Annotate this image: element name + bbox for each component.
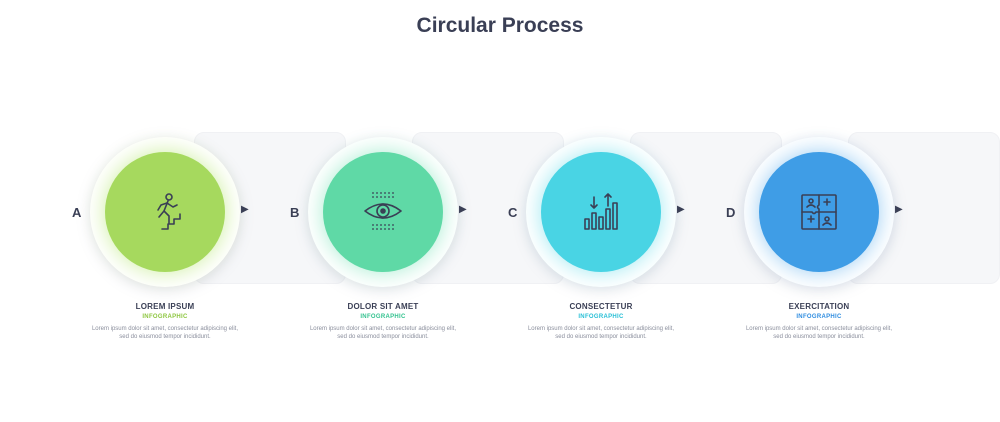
step-description: Lorem ipsum dolor sit amet, consectetur … (91, 326, 239, 341)
step-circle (541, 152, 661, 272)
step-sublabel: INFOGRAPHIC (360, 314, 406, 320)
bar-chart-arrows-icon (578, 189, 624, 235)
step-description: Lorem ipsum dolor sit amet, consectetur … (527, 326, 675, 341)
page-title: Circular Process (416, 14, 584, 37)
step-description: Lorem ipsum dolor sit amet, consectetur … (309, 326, 457, 341)
arrow-right-icon: ▶ (895, 204, 903, 215)
puzzle-team-icon (796, 189, 842, 235)
process-step-a: A ▶ LOREM IPSUM INFOGRAPHIC Lorem ipsum … (72, 132, 346, 422)
step-label: DOLOR SIT AMET (347, 302, 419, 311)
step-sublabel: INFOGRAPHIC (578, 314, 624, 320)
step-letter: A (72, 205, 82, 220)
step-sublabel: INFOGRAPHIC (796, 314, 842, 320)
step-description: Lorem ipsum dolor sit amet, consectetur … (745, 326, 893, 341)
step-label: EXERCITATION (788, 302, 850, 311)
step-letter: B (290, 205, 300, 220)
step-label: LOREM IPSUM (135, 302, 195, 311)
eye-scan-icon (358, 187, 408, 237)
step-letter: C (508, 205, 518, 220)
step-letter: D (726, 205, 736, 220)
arrow-right-icon: ▶ (459, 204, 467, 215)
step-circle (105, 152, 225, 272)
arrow-right-icon: ▶ (241, 204, 249, 215)
step-circle (323, 152, 443, 272)
process-step-d: D ▶ EXERCITATION INFOGRAPHIC Lorem ipsum… (726, 132, 1000, 422)
process-step-b: B ▶ DOLOR SIT AMET INFOGRAPHIC Lorem ips… (290, 132, 564, 422)
step-label: CONSECTETUR (569, 302, 633, 311)
step-circle (759, 152, 879, 272)
arrow-right-icon: ▶ (677, 204, 685, 215)
step-sublabel: INFOGRAPHIC (142, 314, 188, 320)
process-step-c: C ▶ CONSECTETUR INFOGRAPHIC Lorem ipsum … (508, 132, 782, 422)
climbing-stairs-icon (142, 189, 188, 235)
